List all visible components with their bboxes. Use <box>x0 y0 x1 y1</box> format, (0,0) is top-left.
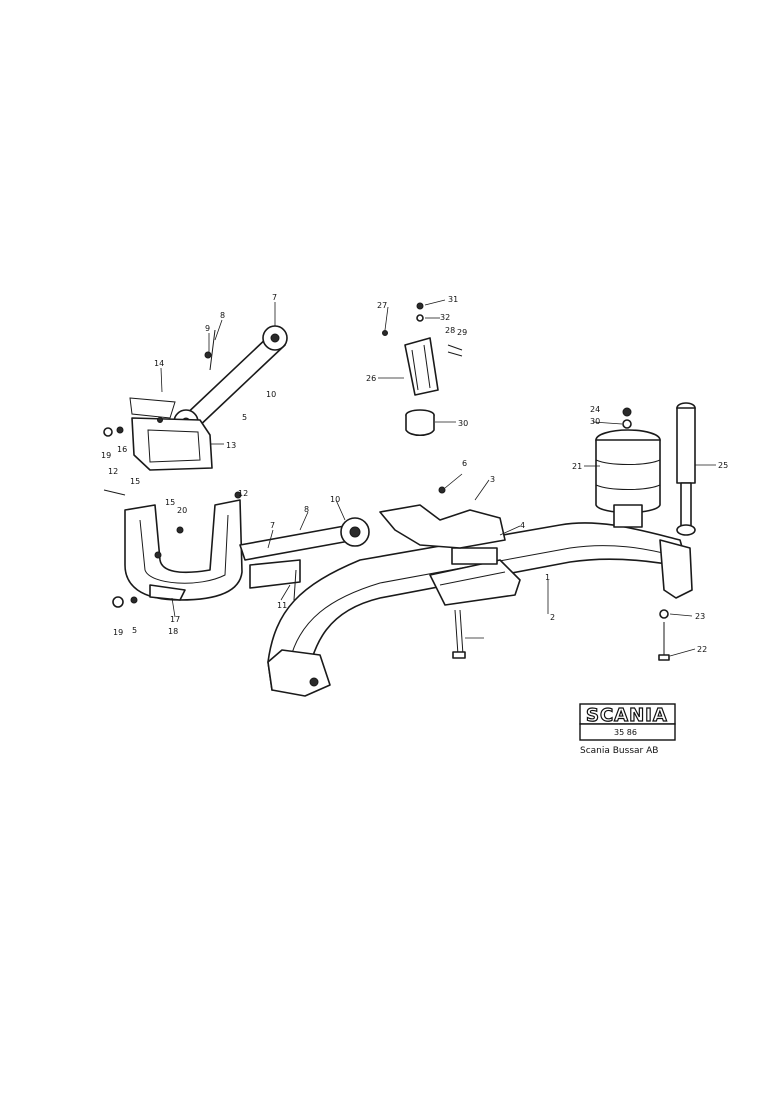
callout-label: 32 <box>440 313 450 322</box>
callout-label: 16 <box>117 445 127 454</box>
callout-label: 18 <box>168 627 178 636</box>
callout-label: 5 <box>132 626 137 635</box>
center-bracket <box>379 504 521 606</box>
upper-link-arm <box>173 325 288 435</box>
air-spring <box>595 407 661 528</box>
callout-label: 5 <box>242 413 247 422</box>
axle-beam <box>267 522 693 697</box>
mount-bracket <box>129 397 213 471</box>
callout-label: 2 <box>550 613 555 622</box>
callout-label: 1 <box>545 573 550 582</box>
callout-label: 3 <box>490 475 495 484</box>
callout-label: 10 <box>330 495 340 504</box>
callout-label: 25 <box>718 461 728 470</box>
callout-label: 21 <box>572 462 582 471</box>
left-fasteners <box>103 417 446 608</box>
callout-label: 9 <box>205 324 210 333</box>
bottom-bolt-right <box>658 609 670 661</box>
callout-label: 31 <box>448 295 458 304</box>
callout-label: 29 <box>457 328 467 337</box>
scania-logo: SCANIA <box>586 705 668 726</box>
shock-absorber <box>676 402 696 536</box>
callout-label: 24 <box>590 405 600 414</box>
callout-label: 28 <box>445 326 455 335</box>
callout-label: 19 <box>113 628 123 637</box>
callout-label: 15 <box>130 477 140 486</box>
callout-label: 8 <box>220 311 225 320</box>
lower-link-rod <box>239 517 370 601</box>
drawing-code: 35 86 <box>614 728 637 737</box>
callout-label: 10 <box>266 390 276 399</box>
callout-label: 23 <box>695 612 705 621</box>
callout-label: 11 <box>277 601 287 610</box>
callout-label: 7 <box>272 293 277 302</box>
callout-label: 26 <box>366 374 376 383</box>
callout-label: 22 <box>697 645 707 654</box>
callout-label: 17 <box>170 615 180 624</box>
callout-label: 12 <box>108 467 118 476</box>
u-frame-bracket <box>124 491 243 601</box>
callout-label: 8 <box>304 505 309 514</box>
callout-label: 14 <box>154 359 164 368</box>
leader-lines <box>160 299 716 657</box>
callout-label: 30 <box>590 417 600 426</box>
callout-label: 27 <box>377 301 387 310</box>
upper-bracket <box>382 302 463 437</box>
bottom-bolt-center <box>452 609 466 659</box>
title-block: SCANIA 35 86 Scania Bussar AB <box>579 703 676 756</box>
callout-label: 12 <box>238 489 248 498</box>
callout-labels: 7 9 8 14 10 5 13 19 16 27 31 32 28 29 26… <box>101 293 728 654</box>
company-name: Scania Bussar AB <box>580 746 658 756</box>
callout-label: 15 <box>165 498 175 507</box>
callout-label: 20 <box>177 506 187 515</box>
callout-label: 13 <box>226 441 236 450</box>
callout-label: 6 <box>462 459 467 468</box>
callout-label: 30 <box>458 419 468 428</box>
callout-label: 7 <box>270 521 275 530</box>
callout-label: 4 <box>520 521 525 530</box>
callout-label: 19 <box>101 451 111 460</box>
